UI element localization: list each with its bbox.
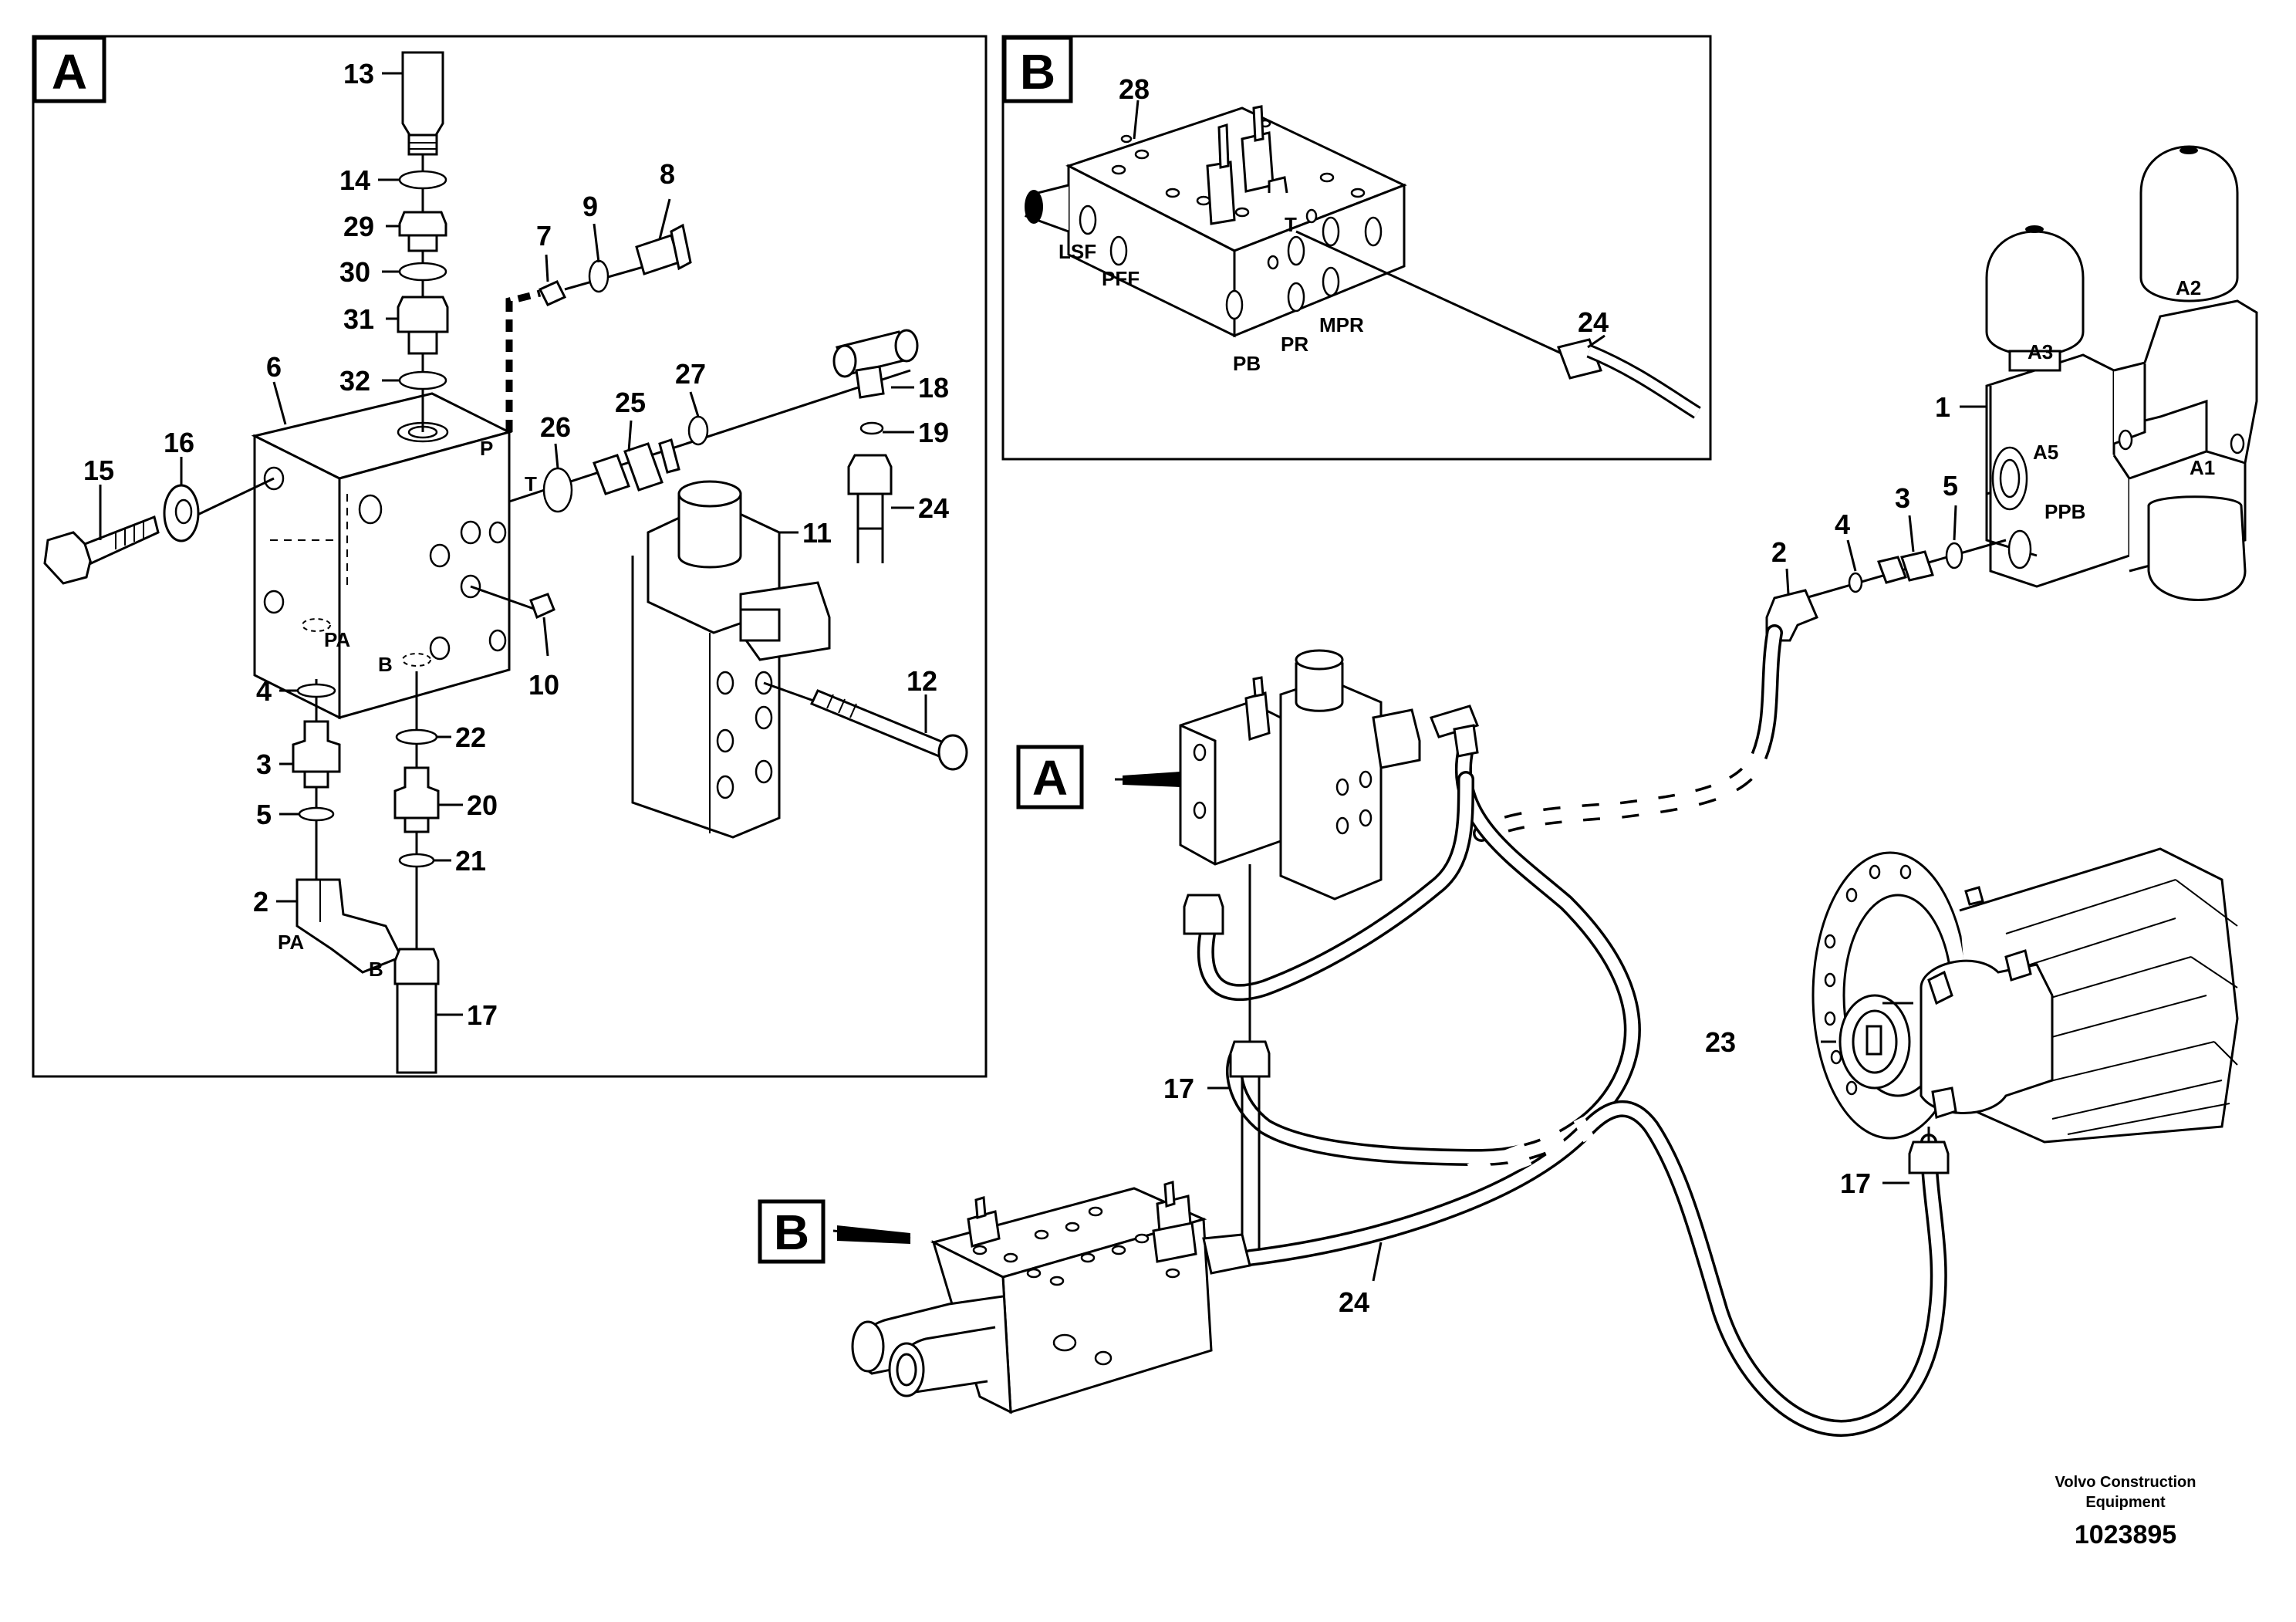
callout: 12: [907, 665, 937, 697]
callouts-main: 1 2 4 3 5 17 23 17 24: [1163, 391, 1958, 1318]
callout: 8: [660, 158, 675, 190]
solenoid-valve: [631, 480, 831, 839]
port-label: PA: [324, 628, 350, 651]
callout: 24: [1339, 1286, 1369, 1318]
callout: 23: [1705, 1026, 1736, 1058]
credit-line1: Volvo Construction: [2055, 1474, 2196, 1491]
panel-a-label: A: [52, 44, 87, 100]
port-label: PB: [1233, 352, 1261, 375]
main-assembly: A3 A2 A5 A1 PPB: [758, 145, 2258, 1437]
footer: Volvo Construction Equipment 1023895: [2055, 1474, 2196, 1549]
callout: 15: [83, 454, 114, 486]
top-fitting-stack: [397, 51, 449, 432]
credit-line2: Equipment: [2085, 1494, 2166, 1511]
callout: 16: [164, 427, 194, 458]
callout: 24: [1578, 306, 1609, 338]
callout: 26: [540, 411, 571, 443]
callout: 1: [1935, 391, 1950, 423]
valve-block: PA B P T: [251, 392, 537, 720]
brake-unit: [1811, 847, 2239, 1174]
plug-fittings: [538, 223, 692, 306]
callout: 28: [1119, 73, 1150, 105]
callouts-a: 13 14 29 30 31 32 6 15 16 7 9 8 26 25 27…: [83, 58, 949, 1031]
callout: 7: [536, 220, 552, 252]
callout: 11: [802, 517, 832, 549]
callout: 4: [1835, 509, 1850, 540]
callout: 22: [455, 721, 486, 753]
callout: 4: [256, 675, 272, 707]
view-label-b: B: [758, 1199, 826, 1264]
solenoid-assembly-main: [1179, 649, 1480, 1265]
callout: 5: [1943, 470, 1958, 502]
port-label: PPB: [2044, 500, 2085, 523]
view-label: A: [1032, 750, 1068, 806]
port-label: MPR: [1319, 313, 1364, 336]
manifold-block-main: [851, 1181, 1251, 1414]
port-label: B: [369, 958, 383, 981]
port-label: A2: [2176, 276, 2201, 299]
port-label: B: [378, 653, 393, 676]
callout: 27: [675, 358, 706, 390]
port-label: PR: [1281, 333, 1308, 356]
callout: 18: [918, 372, 949, 404]
callout: 21: [455, 845, 486, 877]
port-label: A1: [2190, 456, 2215, 479]
callout: 29: [343, 211, 374, 242]
accumulator-block: A3 A2 A5 A1 PPB: [1985, 145, 2258, 601]
b-fittings: B: [369, 671, 440, 1074]
port-label: A5: [2033, 441, 2058, 464]
callout: 10: [528, 669, 559, 701]
panel-a: A PA B P T: [32, 35, 988, 1078]
callout: 20: [467, 789, 498, 821]
callout: 19: [918, 417, 949, 448]
leader-lines-main: [832, 405, 1987, 1282]
pa-fittings: PA: [278, 679, 403, 974]
callout: 17: [1163, 1073, 1194, 1104]
view-label-a: A: [1016, 745, 1084, 809]
doc-id: 1023895: [2075, 1520, 2176, 1549]
leader-lines-a: [99, 72, 927, 1016]
port-label: A3: [2028, 340, 2053, 363]
port-label: PFF: [1102, 267, 1140, 290]
callout: 32: [339, 365, 370, 397]
callout: 2: [253, 886, 268, 917]
callout: 24: [918, 492, 949, 524]
view-label: B: [774, 1205, 809, 1260]
callout: 3: [256, 748, 272, 780]
bolt-assembly: [43, 477, 275, 585]
callout: 13: [343, 58, 374, 90]
bolt-12: [809, 689, 968, 771]
callout: 31: [343, 303, 374, 335]
callout: 17: [1840, 1168, 1871, 1199]
callout: 6: [266, 351, 282, 383]
manifold-block-b: LSF PFF T PB PR MPR: [1024, 105, 1701, 419]
port-label: PA: [278, 931, 304, 954]
port-label: P: [480, 437, 493, 460]
callout: 5: [256, 799, 272, 830]
accumulator-fittings: [1765, 539, 2007, 642]
callout: 17: [467, 999, 498, 1031]
callout: 3: [1895, 482, 1910, 514]
callout: 14: [339, 164, 370, 196]
plug-10: [470, 585, 555, 620]
panel-b-label: B: [1020, 44, 1055, 100]
panel-b: B: [1001, 35, 1712, 461]
port-label: T: [525, 472, 537, 495]
callout: 25: [615, 387, 646, 418]
callout: 2: [1771, 536, 1787, 568]
callout: 30: [339, 256, 370, 288]
hose-paths: [1197, 624, 1947, 1437]
callout: 9: [582, 191, 598, 222]
port-label: T: [1285, 213, 1297, 236]
port-label: LSF: [1059, 240, 1096, 263]
